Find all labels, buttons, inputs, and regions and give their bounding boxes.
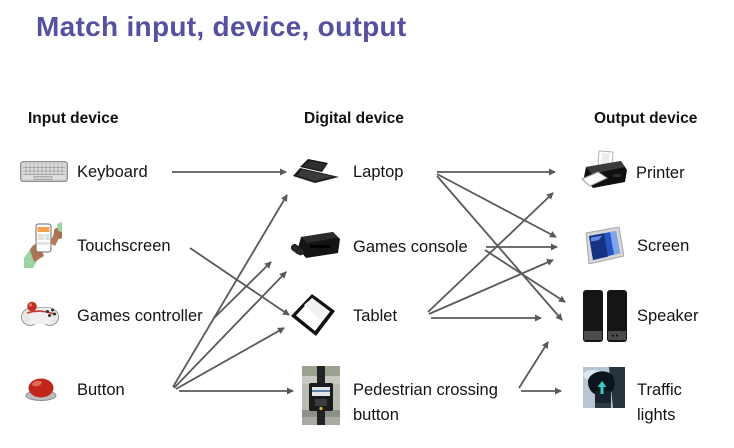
speaker-icon: [583, 290, 627, 342]
output-item-traffic-lights: Traffic lights: [637, 381, 682, 424]
keyboard-icon: [20, 161, 68, 182]
touchscreen-icon: [24, 222, 62, 268]
input-device-header: Input device: [28, 110, 119, 127]
digital-item-games-console: Games console: [353, 238, 468, 256]
page-title: Match input, device, output: [36, 11, 407, 42]
arrow-tablet-to-screen: [428, 259, 554, 315]
input-item-keyboard: Keyboard: [77, 163, 148, 181]
output-item-speaker: Speaker: [637, 307, 699, 325]
games-console-icon: [291, 232, 340, 258]
button-icon: [25, 378, 57, 401]
tablet-icon: [291, 294, 335, 336]
pedestrian-crossing-icon: [302, 366, 340, 425]
traffic-lights-icon: [583, 367, 625, 408]
input-item-button: Button: [77, 381, 125, 399]
arrow-button-to-laptop: [172, 194, 288, 388]
digital-device-header: Digital device: [304, 110, 404, 127]
printer-icon: [581, 150, 627, 188]
arrow-button-to-tablet: [175, 327, 285, 390]
digital-item-tablet: Tablet: [353, 307, 398, 325]
output-item-screen: Screen: [637, 237, 690, 255]
games-controller-icon: [21, 301, 59, 326]
input-item-games-controller: Games controller: [77, 307, 203, 325]
input-item-touchscreen: Touchscreen: [77, 237, 171, 255]
digital-item-laptop: Laptop: [353, 163, 404, 181]
arrow-touchscreen-to-tablet: [189, 247, 290, 316]
arrow-button-to-games-console: [173, 271, 287, 389]
arrow-laptop-to-screen: [436, 173, 557, 238]
output-device-header: Output device: [594, 110, 698, 127]
laptop-icon: [293, 159, 339, 183]
arrow-games-console-to-speaker: [484, 249, 566, 303]
arrow-pedestrian-crossing-button-to-speaker: [518, 341, 549, 389]
screen-icon: [585, 227, 624, 264]
output-item-printer: Printer: [636, 164, 685, 182]
arrow-games-controller-to-games-console: [213, 261, 272, 319]
digital-item-pedestrian-crossing-button: Pedestrian crossing button: [353, 381, 498, 424]
